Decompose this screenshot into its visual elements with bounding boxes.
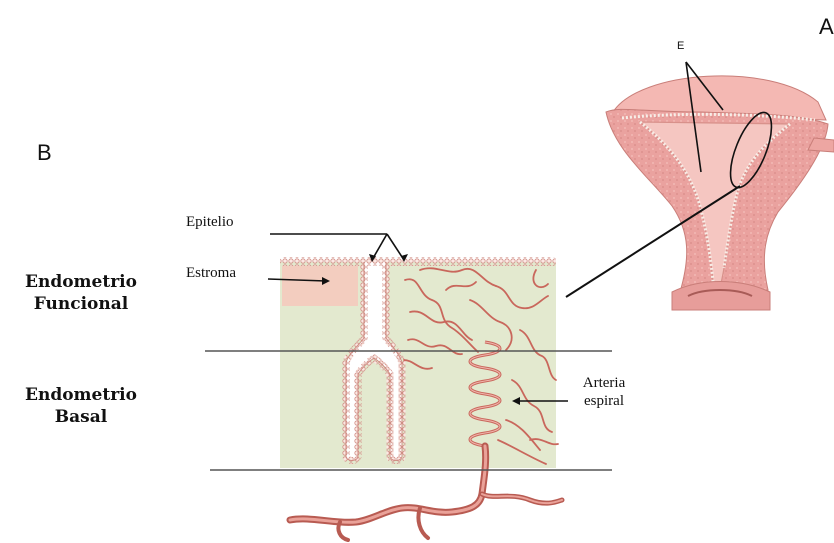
spiral-artery-label-line2: espiral bbox=[574, 392, 634, 410]
functional-layer-label-line1: Endometrio bbox=[6, 271, 156, 293]
epithelium-label: Epitelio bbox=[186, 214, 234, 231]
stroma-label: Estroma bbox=[186, 265, 236, 282]
uterus-illustration bbox=[566, 62, 834, 310]
surface-epithelium bbox=[280, 257, 556, 266]
functional-layer-label: Endometrio Funcional bbox=[6, 271, 156, 315]
functional-layer-label-line2: Funcional bbox=[6, 293, 156, 315]
basal-layer-label: Endometrio Basal bbox=[6, 384, 156, 428]
endometrium-block bbox=[205, 234, 612, 540]
basal-layer-label-line2: Basal bbox=[6, 406, 156, 428]
basal-layer-label-line1: Endometrio bbox=[6, 384, 156, 406]
panel-label-b: B bbox=[37, 140, 52, 166]
endometrium-marker-label: E bbox=[677, 40, 684, 52]
panel-label-a: A bbox=[819, 14, 834, 40]
spiral-artery-label: Arteria espiral bbox=[574, 374, 634, 410]
spiral-artery-label-line1: Arteria bbox=[574, 374, 634, 392]
stroma-pink-area bbox=[282, 266, 358, 306]
